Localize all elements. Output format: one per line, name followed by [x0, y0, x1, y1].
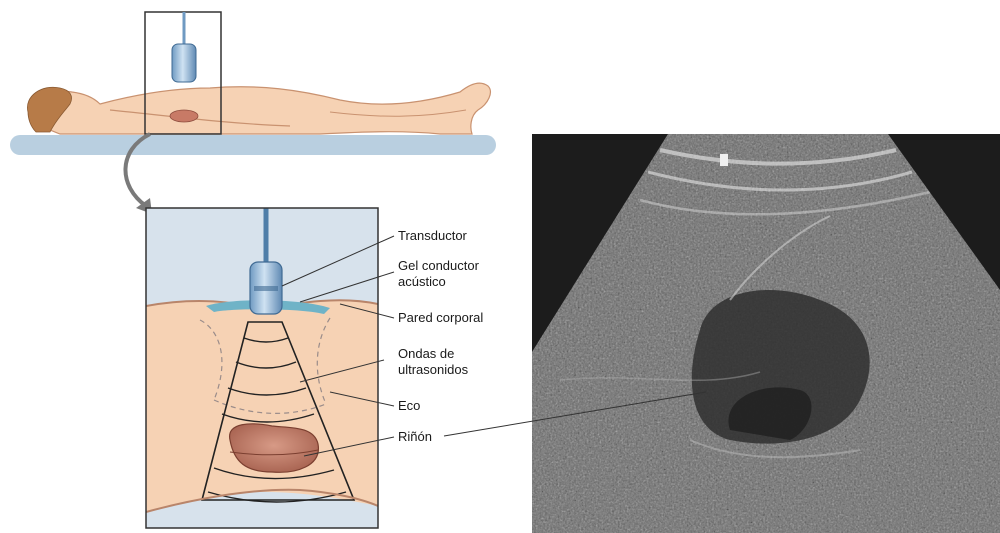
label-eco: Eco [398, 398, 420, 413]
patient-kidney-small [170, 110, 198, 122]
scan-marker [720, 154, 728, 166]
patient-figure [10, 83, 496, 155]
body-tissue [146, 300, 378, 512]
label-transductor: Transductor [398, 228, 467, 243]
label-gel-line2: acústico [398, 274, 446, 289]
label-pared-corporal: Pared corporal [398, 310, 483, 325]
probe-small [172, 44, 196, 82]
label-ondas-line1: Ondas de [398, 346, 454, 361]
exam-table [10, 135, 496, 155]
label-gel-line1: Gel conductor [398, 258, 479, 273]
transducer-probe [250, 262, 282, 314]
patient-body [37, 83, 490, 134]
ultrasound-scan-image [532, 134, 1000, 533]
label-rinon: Riñón [398, 429, 432, 444]
label-ondas-line2: ultrasonidos [398, 362, 468, 377]
cross-section-inset [146, 208, 378, 528]
kidney [230, 424, 319, 472]
